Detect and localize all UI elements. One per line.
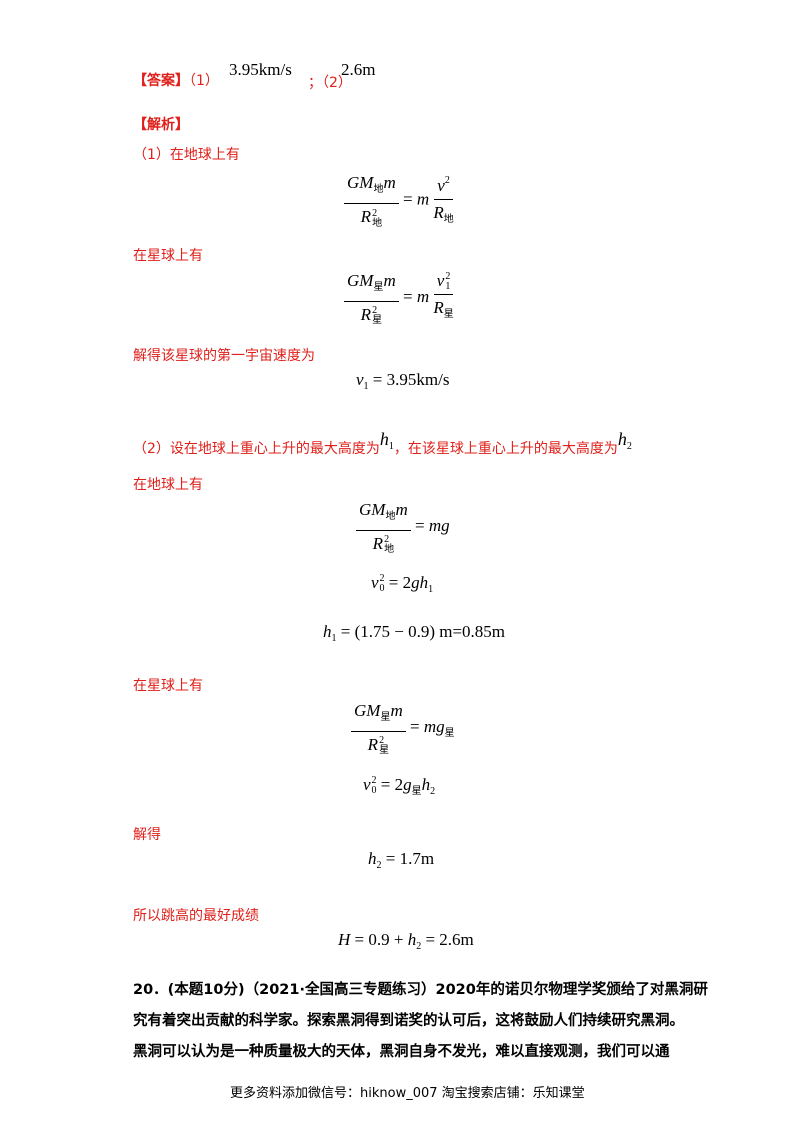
equation-h1: h1 = (1.75 − 0.9) m=0.85m xyxy=(323,622,506,644)
equation-v1: v1 = 3.95km/s xyxy=(356,370,450,392)
question-line-2: 究有着突出贡献的科学家。探索黑洞得到诺奖的认可后，这将鼓励人们持续研究黑洞。 xyxy=(133,1013,684,1029)
question-20: 20．(本题10分)（2021·全国高三专题练习）2020年的诺贝尔物理学奖颁给… xyxy=(133,977,708,1066)
part2-best: 所以跳高的最好成绩 xyxy=(133,908,259,924)
equation-h2: h2 = 1.7m xyxy=(368,849,435,871)
analysis-label: 【解析】 xyxy=(133,117,189,133)
part2-solve: 解得 xyxy=(133,827,161,843)
question-line-3: 黑洞可以认为是一种质量极大的天体，黑洞自身不发光，难以直接观测，我们可以通 xyxy=(133,1044,670,1060)
page-footer: 更多资料添加微信号：hiknow_007 淘宝搜索店铺：乐知课堂 xyxy=(230,1086,585,1101)
answer-line: 【答案】（1） xyxy=(133,70,219,90)
part2-on-star: 在星球上有 xyxy=(133,678,203,694)
part2-intro: （2）设在地球上重心上升的最大高度为h1，在该星球上重心上升的最大高度为h2 xyxy=(133,429,632,457)
part1-result-text: 解得该星球的第一宇宙速度为 xyxy=(133,348,315,364)
answer-value-1: 3.95km/s xyxy=(229,60,292,79)
answer-label: 【答案】 xyxy=(133,73,189,89)
answer-value-2: 2.6m xyxy=(341,60,376,79)
part1-intro: （1）在地球上有 xyxy=(133,147,240,163)
answer-separator: ；（2） xyxy=(308,75,352,91)
part2-on-earth: 在地球上有 xyxy=(133,477,203,493)
answer-part1-label: （1） xyxy=(189,73,219,89)
question-line-1: 20．(本题10分)（2021·全国高三专题练习）2020年的诺贝尔物理学奖颁给… xyxy=(133,982,708,998)
part1-on-star: 在星球上有 xyxy=(133,248,203,264)
equation-H: H = 0.9 + h2 = 2.6m xyxy=(338,930,474,952)
